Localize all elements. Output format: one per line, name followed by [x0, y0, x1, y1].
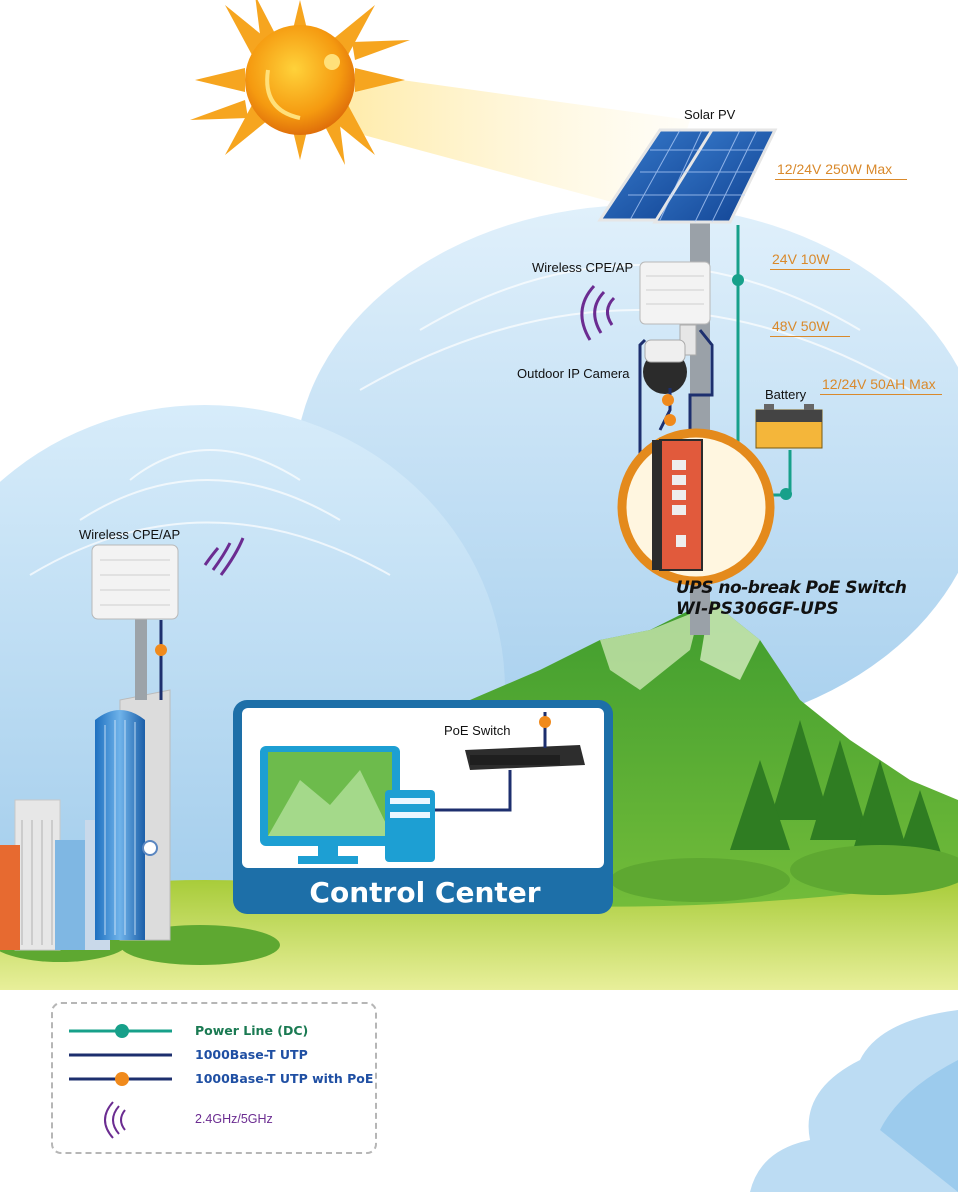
legend-label: 2.4GHz/5GHz [195, 1112, 273, 1126]
poe-badge-left [155, 644, 167, 656]
legend-item-wireless: 2.4GHz/5GHz [67, 1100, 273, 1140]
legend-label: 1000Base-T UTP [195, 1047, 308, 1062]
control-center-title: Control Center [309, 876, 541, 909]
wireless-ap-left-device [91, 544, 179, 620]
camera-spec-underline [770, 336, 850, 337]
outdoor-camera-label: Outdoor IP Camera [517, 366, 630, 381]
control-center-panel [233, 700, 613, 914]
dc-badge-pole [732, 274, 744, 286]
city-buildings [0, 799, 110, 951]
poe-switch-label: PoE Switch [444, 723, 511, 738]
legend-label: Power Line (DC) [195, 1023, 309, 1038]
legend-box: Power Line (DC) 1000Base-T UTP 1000Base-… [51, 1002, 377, 1154]
battery-spec-underline [820, 394, 942, 395]
wireless-signal-top-icon [580, 284, 616, 341]
wireless-signal-icon [104, 1101, 126, 1139]
battery-spec-label: 12/24V 50AH Max [822, 376, 936, 392]
sunlight-beam [330, 70, 690, 215]
battery-label: Battery [765, 387, 807, 402]
utp-poe-line-icon [69, 1072, 172, 1086]
product-model: WI-PS306GF-UPS [676, 599, 839, 619]
legend-item-power-line: Power Line (DC) [67, 1022, 308, 1040]
ap-spec-label: 24V 10W [772, 251, 830, 267]
outdoor-camera-device [643, 324, 697, 394]
solar-spec-underline [775, 179, 907, 180]
dc-badge-battery [780, 488, 792, 500]
camera-spec-label: 48V 50W [772, 318, 830, 334]
battery-icon [755, 404, 823, 449]
poe-badge-camera [662, 394, 674, 406]
sun-icon [190, 0, 410, 165]
solar-pv-label: Solar PV [684, 107, 736, 122]
solar-panel-icon [597, 128, 778, 224]
wireless-ap-left-label: Wireless CPE/AP [79, 527, 181, 542]
wireless-ap-top-device [639, 261, 711, 325]
product-title: UPS no-break PoE Switch [676, 578, 907, 598]
ups-poe-switch-device [617, 428, 775, 586]
power-line-dc-icon [69, 1024, 172, 1038]
legend-label: 1000Base-T UTP with PoE [195, 1071, 374, 1086]
wireless-ap-top-label: Wireless CPE/AP [532, 260, 634, 275]
wireless-signal-left-icon [203, 537, 245, 576]
legend-item-utp-poe: 1000Base-T UTP with PoE [67, 1070, 373, 1088]
poe-badge-control [539, 716, 551, 728]
solar-spec-label: 12/24V 250W Max [777, 161, 893, 177]
poe-badge-ap [664, 414, 676, 426]
ap-spec-underline [770, 269, 850, 270]
legend-item-utp: 1000Base-T UTP [67, 1046, 308, 1064]
utp-line-icon [69, 1053, 172, 1057]
office-tower [95, 610, 171, 941]
pine-trees [730, 720, 950, 880]
